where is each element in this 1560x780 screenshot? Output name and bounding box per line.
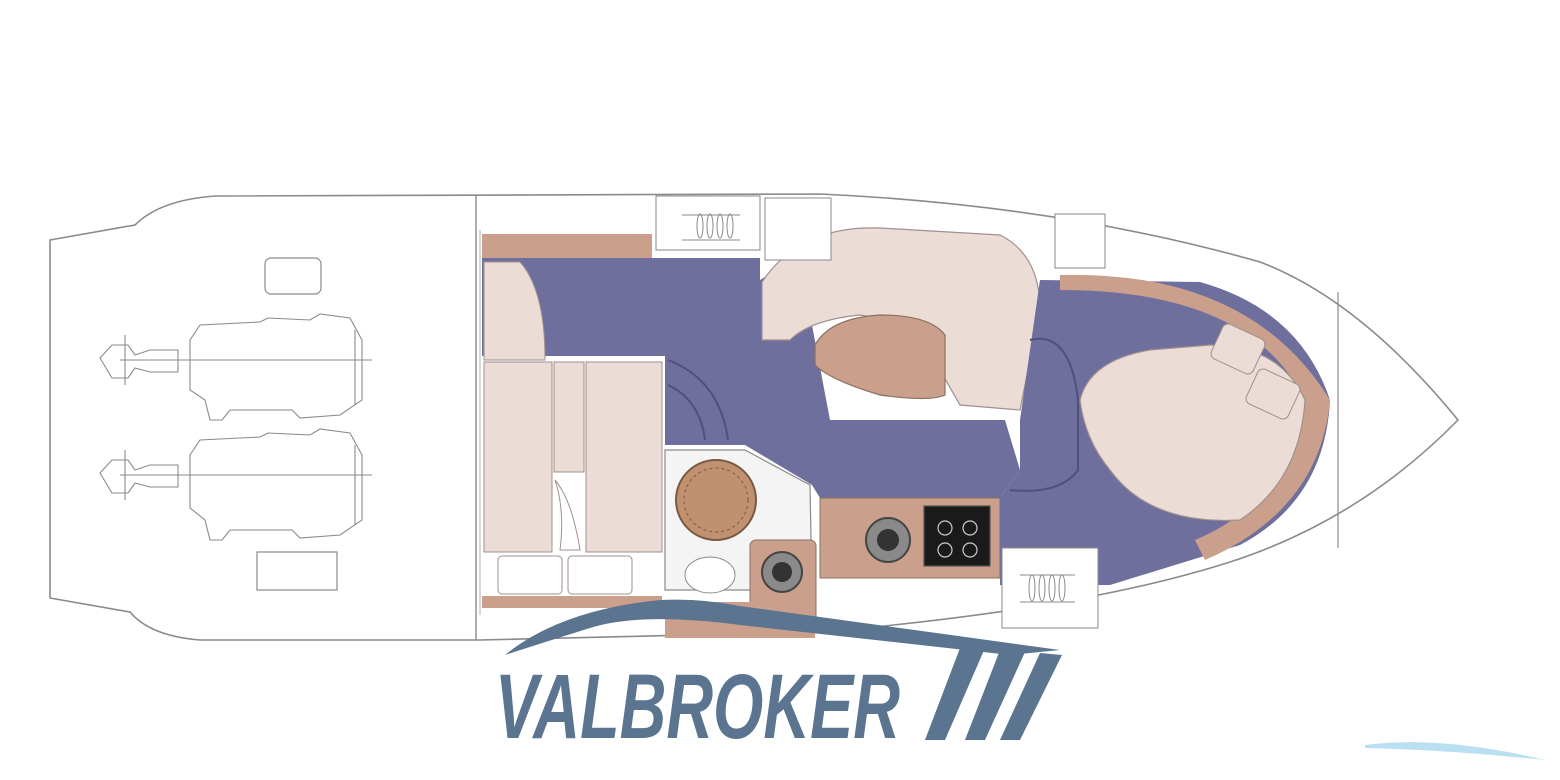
sunbed-right: [585, 361, 663, 553]
side-locker: [764, 197, 832, 261]
hatch-aft: [264, 257, 322, 295]
saloon-step-curve-2: [667, 384, 706, 441]
aft-seat-back: [483, 261, 546, 361]
watermark-swoosh: [1365, 742, 1545, 760]
logo-boat-swoosh: [505, 599, 1060, 655]
berth-pillows: [1210, 323, 1301, 420]
saloon-step-curve: [667, 359, 729, 441]
logo-wordmark: VALBROKER: [495, 656, 900, 758]
forward-locker: [1054, 213, 1106, 269]
cockpit-teak-bottom: [482, 596, 662, 608]
hatch-forward: [256, 551, 338, 591]
fender-rack-forward: [1020, 574, 1075, 603]
galley-stove: [923, 505, 991, 567]
logo-speed-lines: [925, 648, 1062, 740]
fender-rack-aft: [682, 213, 740, 241]
valbroker-logo: VALBROKER: [495, 599, 1062, 758]
v-berth: [1079, 344, 1306, 522]
stair-box: [655, 195, 761, 251]
saloon-table: [814, 314, 946, 400]
forward-cabin-step: [1009, 337, 1079, 492]
sunbed-notch: [554, 479, 581, 551]
engine-starboard: [99, 428, 372, 541]
cockpit-teak-top: [482, 234, 652, 258]
stove-burners: [937, 520, 978, 558]
sunbed-left: [483, 361, 553, 553]
sunbed-middle: [553, 361, 585, 473]
seat-cushion-1: [497, 555, 563, 595]
stair-box-forward: [1001, 547, 1099, 629]
seat-cushion-2: [567, 555, 633, 595]
toilet: [684, 556, 736, 594]
saloon-floor: [665, 262, 1020, 498]
shower-drain: [675, 459, 757, 541]
engine-port: [99, 313, 372, 421]
